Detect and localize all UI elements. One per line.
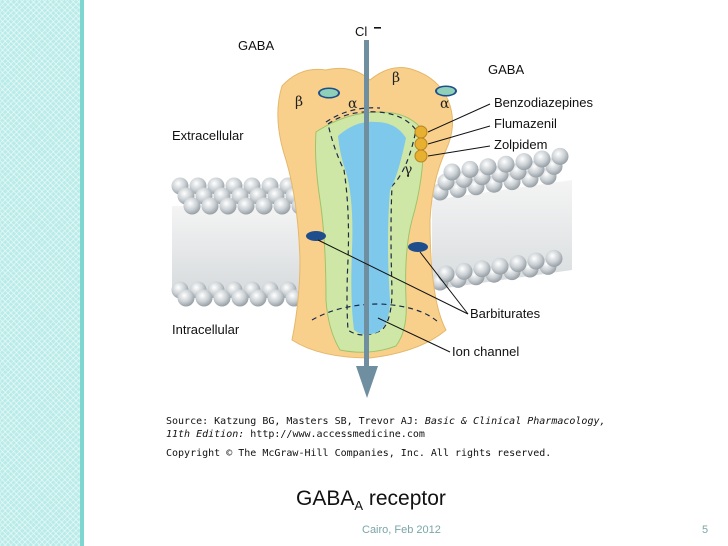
gaba-label-left: GABA bbox=[238, 38, 274, 53]
lipid-head bbox=[255, 197, 273, 215]
gaba-binding-site-left bbox=[318, 87, 340, 99]
footer-date: Cairo, Feb 2012 bbox=[362, 524, 441, 536]
ion-label: Cl bbox=[355, 24, 381, 39]
lipid-head bbox=[443, 163, 461, 181]
source-citation: Source: Katzung BG, Masters SB, Trevor A… bbox=[166, 415, 646, 460]
subunit-beta-left: β bbox=[295, 94, 303, 110]
cell-membrane-left bbox=[171, 177, 312, 307]
svg-text:Cl: Cl bbox=[355, 24, 367, 39]
intracellular-label: Intracellular bbox=[172, 322, 240, 337]
ion-channel-pore bbox=[338, 121, 406, 335]
lipid-head bbox=[231, 289, 249, 307]
upper-dashed-arc bbox=[325, 107, 381, 123]
subunit-beta-right: β bbox=[392, 70, 400, 86]
source-line-1: Source: Katzung BG, Masters SB, Trevor A… bbox=[166, 416, 606, 427]
lipid-head bbox=[533, 150, 551, 168]
lipid-head bbox=[497, 155, 515, 173]
copyright-line: Copyright © The McGraw-Hill Companies, I… bbox=[166, 448, 552, 459]
lipid-head bbox=[195, 289, 213, 307]
chloride-flow-arrow bbox=[356, 40, 378, 398]
lipid-head bbox=[213, 289, 231, 307]
subunit-alpha-right: α bbox=[440, 96, 450, 112]
subunit-gamma: γ bbox=[404, 162, 412, 178]
lipid-head bbox=[237, 197, 255, 215]
barbiturates-label: Barbiturates bbox=[470, 306, 541, 321]
lipid-head bbox=[267, 289, 285, 307]
lipid-head bbox=[479, 158, 497, 176]
lipid-head bbox=[527, 252, 545, 270]
ion-channel-label: Ion channel bbox=[452, 344, 519, 359]
lipid-head bbox=[177, 289, 195, 307]
lipid-head bbox=[461, 160, 479, 178]
flumazenil-label: Flumazenil bbox=[494, 116, 557, 131]
barbiturate-site-left bbox=[306, 231, 326, 241]
source-line-2: 11th Edition: http://www.accessmedicine.… bbox=[166, 429, 425, 440]
lipid-head bbox=[509, 255, 527, 273]
lipid-head bbox=[273, 197, 291, 215]
lipid-head bbox=[473, 260, 491, 278]
lipid-head bbox=[437, 265, 455, 283]
lipid-head bbox=[183, 197, 201, 215]
leader-lines bbox=[317, 103, 491, 353]
cell-membrane-right bbox=[431, 147, 572, 291]
barbiturate-site-right bbox=[408, 242, 428, 252]
lipid-head bbox=[249, 289, 267, 307]
lipid-head bbox=[551, 147, 569, 165]
gaba-label-right: GABA bbox=[488, 62, 524, 77]
page-number: 5 bbox=[702, 524, 709, 536]
decorative-stripe-edge bbox=[80, 0, 84, 546]
lipid-head bbox=[455, 262, 473, 280]
zolpidem-label: Zolpidem bbox=[494, 137, 547, 152]
lipid-head bbox=[219, 197, 237, 215]
slide-caption: GABAA receptor bbox=[296, 487, 446, 513]
subunit-alpha-left: α bbox=[348, 96, 358, 112]
gaba-binding-site-right bbox=[435, 85, 457, 97]
lipid-head bbox=[545, 249, 563, 267]
decorative-stripe bbox=[0, 0, 84, 546]
lipid-head bbox=[491, 257, 509, 275]
lipid-head bbox=[515, 153, 533, 171]
lower-dashed-arc bbox=[311, 303, 439, 323]
benzodiazepines-label: Benzodiazepines bbox=[494, 95, 594, 110]
lipid-head bbox=[201, 197, 219, 215]
benzodiazepine-binding-cluster bbox=[414, 125, 428, 163]
extracellular-label: Extracellular bbox=[172, 128, 244, 143]
